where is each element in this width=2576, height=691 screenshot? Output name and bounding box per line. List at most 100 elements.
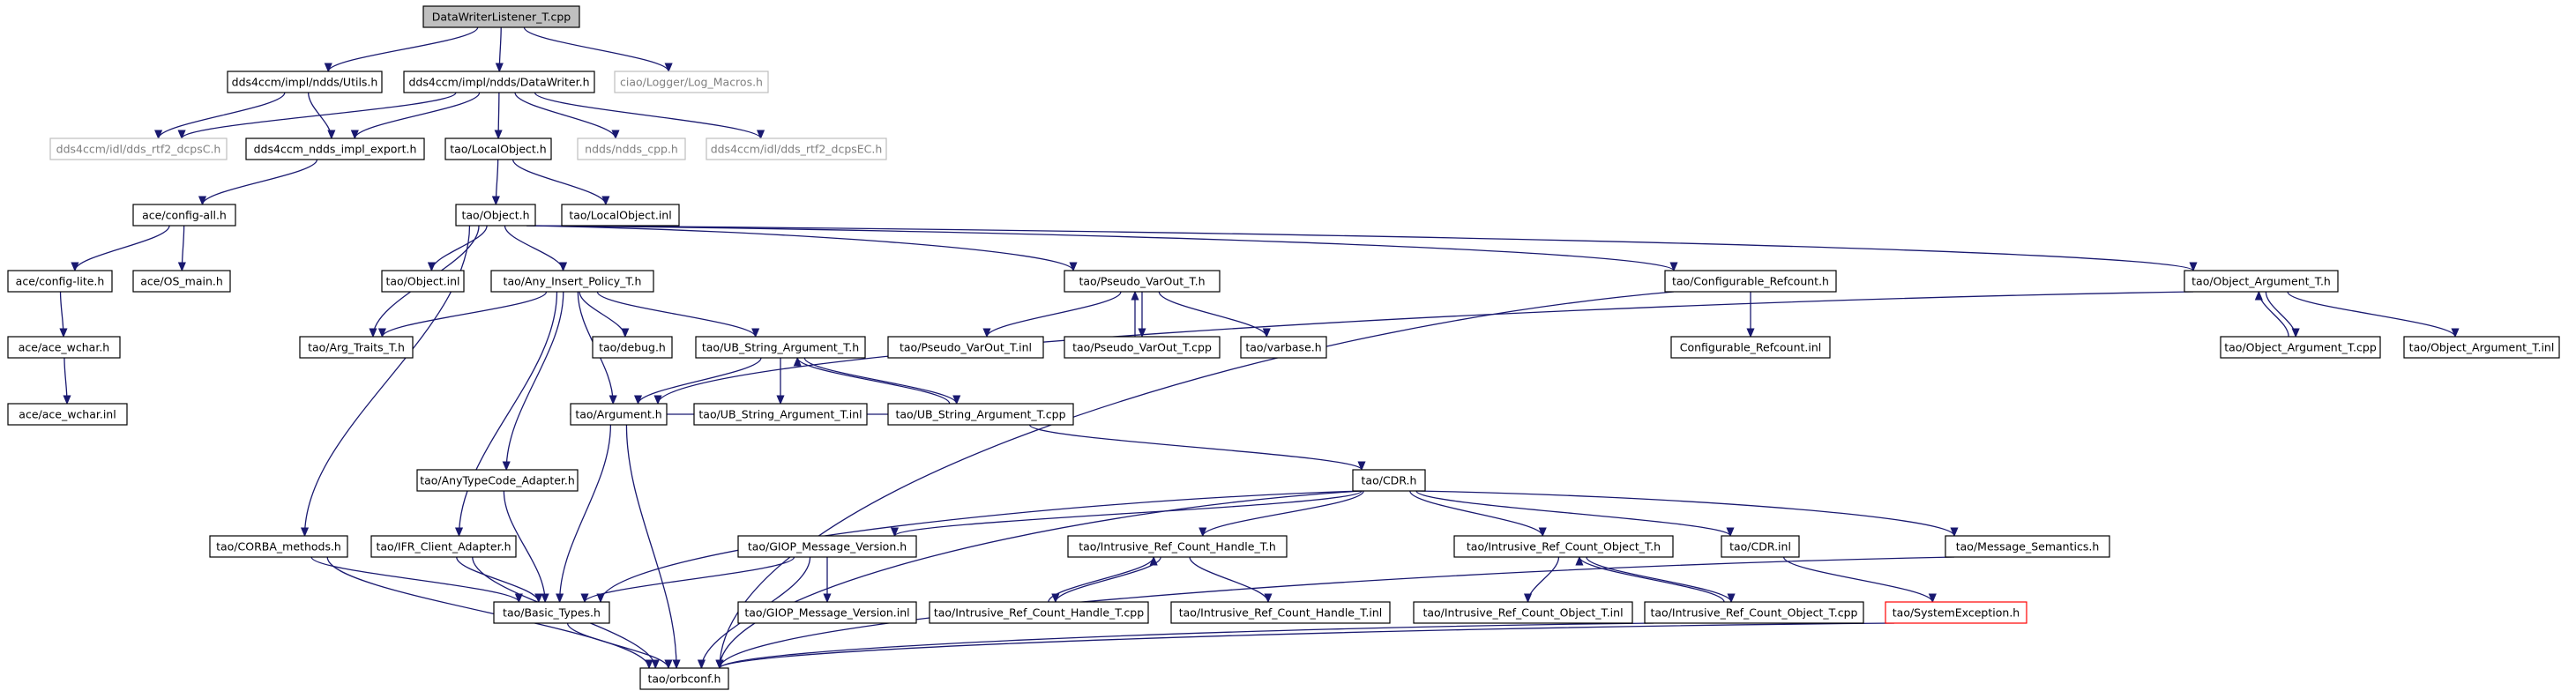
node-varbase[interactable]: tao/varbase.h	[1240, 336, 1327, 359]
arrowhead-root-to-utils	[324, 63, 332, 73]
arrowhead-ircoh-to-ircoinl	[1523, 593, 1533, 604]
node-anytypecode[interactable]: tao/AnyTypeCode_Adapter.h	[416, 469, 579, 492]
edge-ircoh-to-ircoinl	[1527, 556, 1560, 603]
node-label: ciao/Logger/Log_Macros.h	[620, 76, 763, 89]
node-sysexc[interactable]: tao/SystemException.h	[1885, 601, 2027, 624]
edge-datawriter-to-export	[354, 92, 481, 139]
edge-pseudovarh-to-varbase	[1158, 291, 1267, 338]
node-configall[interactable]: ace/config-all.h	[132, 204, 236, 227]
node-box	[639, 667, 729, 690]
node-anyinsert[interactable]: tao/Any_Insert_Policy_T.h	[490, 270, 654, 293]
node-box	[1240, 336, 1327, 359]
node-objectinl[interactable]: tao/Object.inl	[381, 270, 465, 293]
node-label: tao/SystemException.h	[1893, 606, 2020, 620]
node-box	[614, 71, 769, 93]
arrowhead-ubstrh-to-argument	[633, 395, 643, 405]
node-corbamethods[interactable]: tao/CORBA_methods.h	[209, 535, 348, 558]
node-objargh[interactable]: tao/Object_Argument_T.h	[2184, 270, 2339, 293]
node-giopverinl[interactable]: tao/GIOP_Message_Version.inl	[737, 601, 917, 624]
node-box	[444, 137, 552, 160]
edge-irchh-to-irchinl	[1189, 556, 1269, 603]
node-label: tao/Object_Argument_T.cpp	[2224, 341, 2377, 354]
node-cdrinl[interactable]: tao/CDR.inl	[1721, 535, 1800, 558]
edge-objargh-to-objarginl	[2287, 291, 2456, 338]
node-giopver[interactable]: tao/GIOP_Message_Version.h	[737, 535, 917, 558]
node-box	[737, 535, 917, 558]
node-pseudovarcpp[interactable]: tao/Pseudo_VarOut_T.cpp	[1064, 336, 1221, 359]
node-box	[887, 336, 1044, 359]
node-label: dds4ccm/impl/ndds/Utils.h	[232, 76, 378, 89]
node-osmain[interactable]: ace/OS_main.h	[132, 270, 231, 293]
node-acewchar[interactable]: ace/ace_wchar.h	[7, 336, 121, 359]
node-box	[1644, 601, 1864, 624]
node-box	[1945, 535, 2110, 558]
arrowhead-objargh-to-objargcpp	[2291, 328, 2300, 338]
node-ubstrinl[interactable]: tao/UB_String_Argument_T.inl	[693, 403, 868, 426]
node-ircoinl[interactable]: tao/Intrusive_Ref_Count_Object_T.inl	[1413, 601, 1633, 624]
node-box	[2220, 336, 2381, 359]
node-label: tao/Configurable_Refcount.h	[1672, 275, 1829, 288]
node-orbconf[interactable]: tao/orbconf.h	[639, 667, 729, 690]
node-export[interactable]: dds4ccm_ndds_impl_export.h	[245, 137, 425, 160]
arrowhead-anyinsert-to-argument	[609, 395, 617, 405]
node-irchh[interactable]: tao/Intrusive_Ref_Count_Handle_T.h	[1067, 535, 1288, 558]
arrowhead-argument-to-orbconf	[672, 659, 681, 670]
edge-anyinsert-to-anytypecode	[505, 291, 564, 471]
node-dcpsec[interactable]: dds4ccm/idl/dds_rtf2_dcpsEC.h	[706, 137, 887, 160]
arrowhead-ubstrh-to-ubstrinl	[776, 395, 785, 405]
node-box	[592, 336, 673, 359]
arrowhead-cdrh-to-irchh	[1198, 527, 1207, 538]
node-acewcharinl[interactable]: ace/ace_wchar.inl	[7, 403, 128, 426]
node-localobject[interactable]: tao/LocalObject.h	[444, 137, 552, 160]
node-objargcpp[interactable]: tao/Object_Argument_T.cpp	[2220, 336, 2381, 359]
node-basictypes[interactable]: tao/Basic_Types.h	[493, 601, 610, 624]
node-label: tao/Basic_Types.h	[503, 606, 601, 620]
node-box	[245, 137, 425, 160]
node-ubstrh[interactable]: tao/UB_String_Argument_T.h	[695, 336, 866, 359]
node-argument[interactable]: tao/Argument.h	[570, 403, 668, 426]
node-configrefh[interactable]: tao/Configurable_Refcount.h	[1664, 270, 1837, 293]
node-cdrh[interactable]: tao/CDR.h	[1352, 469, 1426, 492]
edge-datawriter-to-nddscpp	[514, 92, 616, 139]
node-configlite[interactable]: ace/config-lite.h	[7, 270, 113, 293]
node-ubstrcpp[interactable]: tao/UB_String_Argument_T.cpp	[887, 403, 1074, 426]
node-label: tao/Intrusive_Ref_Count_Object_T.cpp	[1651, 606, 1858, 620]
node-logmacros[interactable]: ciao/Logger/Log_Macros.h	[614, 71, 769, 93]
node-label: dds4ccm/idl/dds_rtf2_dcpsEC.h	[711, 143, 883, 156]
node-nddscpp[interactable]: ndds/ndds_cpp.h	[577, 137, 686, 160]
edge-objecth-to-corbamethods	[303, 225, 471, 537]
node-dcpsc[interactable]: dds4ccm/idl/dds_rtf2_dcpsC.h	[49, 137, 228, 160]
node-argtraits[interactable]: tao/Arg_Traits_T.h	[299, 336, 414, 359]
node-ircoh[interactable]: tao/Intrusive_Ref_Count_Object_T.h	[1453, 535, 1674, 558]
node-utils[interactable]: dds4ccm/impl/ndds/Utils.h	[227, 71, 383, 93]
node-ifrclient[interactable]: tao/IFR_Client_Adapter.h	[370, 535, 517, 558]
node-label: dds4ccm/impl/ndds/DataWriter.h	[409, 76, 590, 89]
node-objarginl[interactable]: tao/Object_Argument_T.inl	[2403, 336, 2560, 359]
node-localobjectinl[interactable]: tao/LocalObject.inl	[561, 204, 680, 227]
arrowhead-cdrh-to-cdrinl	[1726, 527, 1735, 538]
node-box	[7, 403, 128, 426]
node-configrefinl[interactable]: Configurable_Refcount.inl	[1670, 336, 1831, 359]
edge-msgsem-to-orbconf	[719, 556, 1955, 669]
arrowhead-utils-to-export	[327, 130, 336, 140]
arrowhead-objargcpp-to-objargh	[2254, 290, 2263, 301]
edge-ubstrcpp-to-cdrh	[1028, 424, 1363, 471]
node-label: tao/CORBA_methods.h	[216, 540, 341, 554]
node-debug[interactable]: tao/debug.h	[592, 336, 673, 359]
node-irchcpp[interactable]: tao/Intrusive_Ref_Count_Handle_T.cpp	[929, 601, 1149, 624]
node-pseudovarh[interactable]: tao/Pseudo_VarOut_T.h	[1064, 270, 1221, 293]
node-box	[1721, 535, 1800, 558]
edge-localobject-to-localobjectinl	[511, 159, 607, 205]
node-box	[416, 469, 579, 492]
edge-ifrclient-to-basictypes	[456, 556, 540, 603]
arrowhead-datawriter-to-dcpsec	[757, 130, 765, 140]
arrowhead-objecth-to-objargh	[2189, 262, 2198, 272]
node-pseudovarinl[interactable]: tao/Pseudo_VarOut_T.inl	[887, 336, 1044, 359]
node-ircocpp[interactable]: tao/Intrusive_Ref_Count_Object_T.cpp	[1644, 601, 1864, 624]
node-box	[299, 336, 414, 359]
node-box	[887, 403, 1074, 426]
node-msgsem[interactable]: tao/Message_Semantics.h	[1945, 535, 2110, 558]
node-irchinl[interactable]: tao/Intrusive_Ref_Count_Handle_T.inl	[1170, 601, 1391, 624]
node-objecth[interactable]: tao/Object.h	[455, 204, 536, 227]
node-datawriter[interactable]: dds4ccm/impl/ndds/DataWriter.h	[403, 71, 595, 93]
